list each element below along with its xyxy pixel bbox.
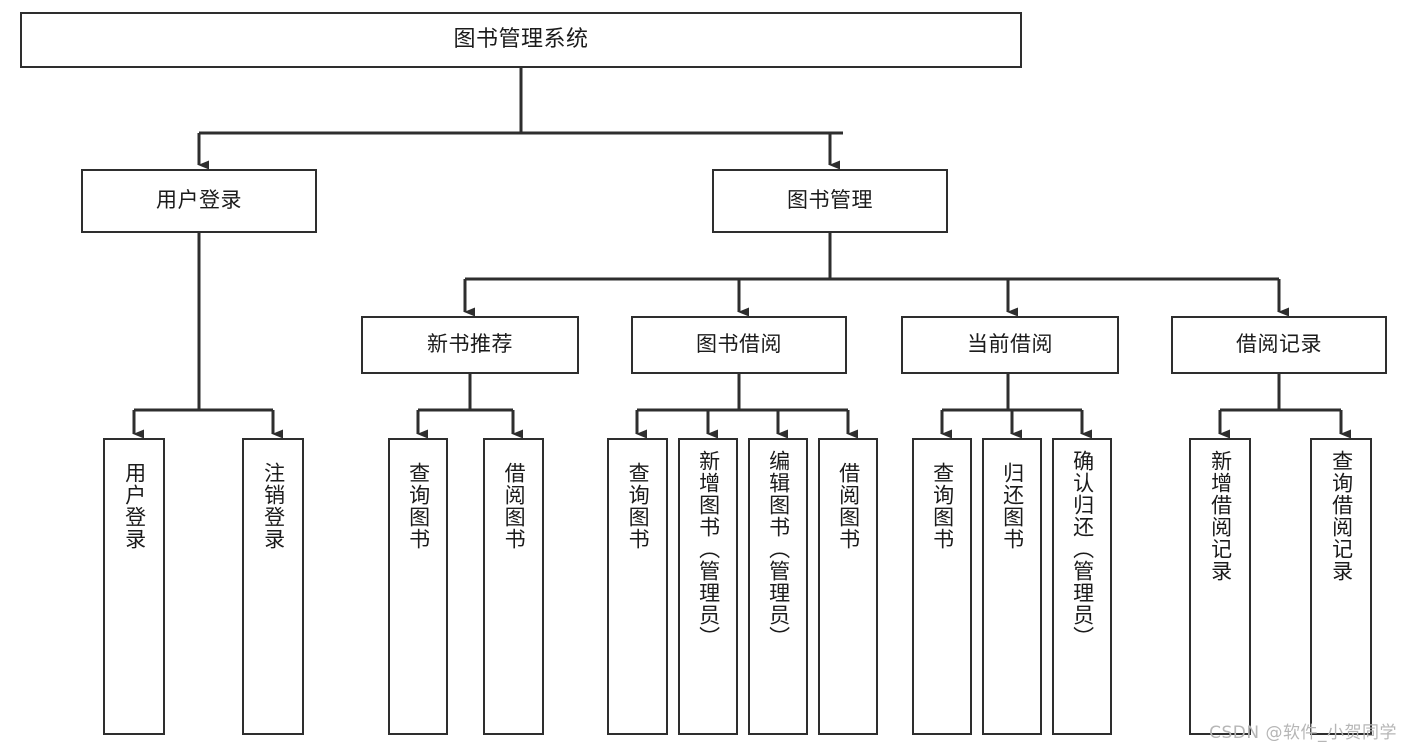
node-leaf-add-borrow-record-label: 新增借阅记录 (1208, 450, 1233, 582)
node-leaf-borrow-book[interactable]: 借阅图书 (818, 438, 878, 735)
node-leaf-logout[interactable]: 注销登录 (242, 438, 304, 735)
node-new-book-rec[interactable]: 新书推荐 (361, 316, 579, 374)
node-leaf-user-login[interactable]: 用户登录 (103, 438, 165, 735)
node-book-borrow[interactable]: 图书借阅 (631, 316, 847, 374)
node-cur-borrow-label: 当前借阅 (967, 332, 1053, 357)
node-leaf-query-book-cur[interactable]: 查询图书 (912, 438, 972, 735)
node-leaf-return-book-label: 归还图书 (1000, 462, 1025, 550)
node-leaf-add-borrow-record[interactable]: 新增借阅记录 (1189, 438, 1251, 735)
node-leaf-borrow-book-rec-label: 借阅图书 (502, 462, 527, 550)
node-leaf-query-book-rec[interactable]: 查询图书 (388, 438, 448, 735)
node-book-mgmt-label: 图书管理 (787, 188, 873, 213)
node-leaf-query-book[interactable]: 查询图书 (607, 438, 668, 735)
node-leaf-query-book-rec-label: 查询图书 (406, 462, 431, 550)
node-borrow-record[interactable]: 借阅记录 (1171, 316, 1387, 374)
node-root-label: 图书管理系统 (453, 26, 589, 52)
node-leaf-edit-book-label: 编辑图书（管理员） (766, 450, 791, 648)
node-leaf-user-login-label: 用户登录 (122, 462, 147, 550)
node-root[interactable]: 图书管理系统 (20, 12, 1022, 68)
node-leaf-logout-label: 注销登录 (261, 462, 286, 550)
node-leaf-confirm-return-label: 确认归还（管理员） (1070, 450, 1095, 648)
node-user-login[interactable]: 用户登录 (81, 169, 317, 233)
node-leaf-query-book-cur-label: 查询图书 (930, 462, 955, 550)
node-leaf-borrow-book-rec[interactable]: 借阅图书 (483, 438, 544, 735)
node-cur-borrow[interactable]: 当前借阅 (901, 316, 1119, 374)
node-borrow-record-label: 借阅记录 (1236, 332, 1322, 357)
node-leaf-edit-book[interactable]: 编辑图书（管理员） (748, 438, 808, 735)
node-leaf-add-book[interactable]: 新增图书（管理员） (678, 438, 738, 735)
node-leaf-query-borrow-record-label: 查询借阅记录 (1329, 450, 1354, 582)
node-book-mgmt[interactable]: 图书管理 (712, 169, 948, 233)
node-leaf-return-book[interactable]: 归还图书 (982, 438, 1042, 735)
node-leaf-query-book-label: 查询图书 (626, 462, 651, 550)
node-leaf-query-borrow-record[interactable]: 查询借阅记录 (1310, 438, 1372, 735)
node-new-book-rec-label: 新书推荐 (427, 332, 513, 357)
node-leaf-borrow-book-label: 借阅图书 (836, 462, 861, 550)
node-leaf-add-book-label: 新增图书（管理员） (696, 450, 721, 648)
node-user-login-label: 用户登录 (156, 188, 242, 213)
node-leaf-confirm-return[interactable]: 确认归还（管理员） (1052, 438, 1112, 735)
node-book-borrow-label: 图书借阅 (696, 332, 782, 357)
